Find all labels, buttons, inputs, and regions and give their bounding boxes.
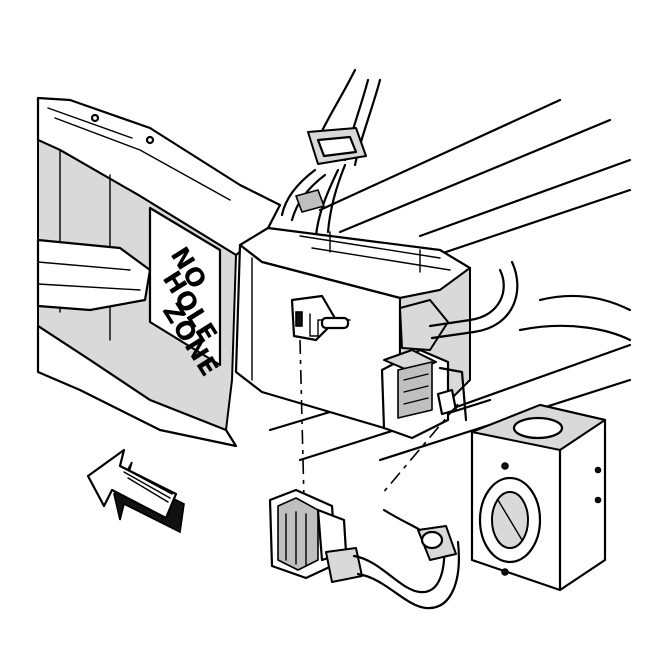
alignment-lines	[299, 339, 459, 501]
vent-solenoid	[380, 348, 468, 440]
frame-rail	[36, 96, 282, 448]
canister-vent-valve	[268, 488, 460, 610]
direction-arrow-icon	[86, 448, 185, 534]
mount-bracket	[470, 403, 607, 592]
label-slot	[295, 311, 303, 327]
no-hole-zone-plate: NO HOLE ZONE	[148, 206, 225, 382]
evap-canister	[234, 226, 519, 430]
vapor-lines-upper	[280, 68, 382, 238]
